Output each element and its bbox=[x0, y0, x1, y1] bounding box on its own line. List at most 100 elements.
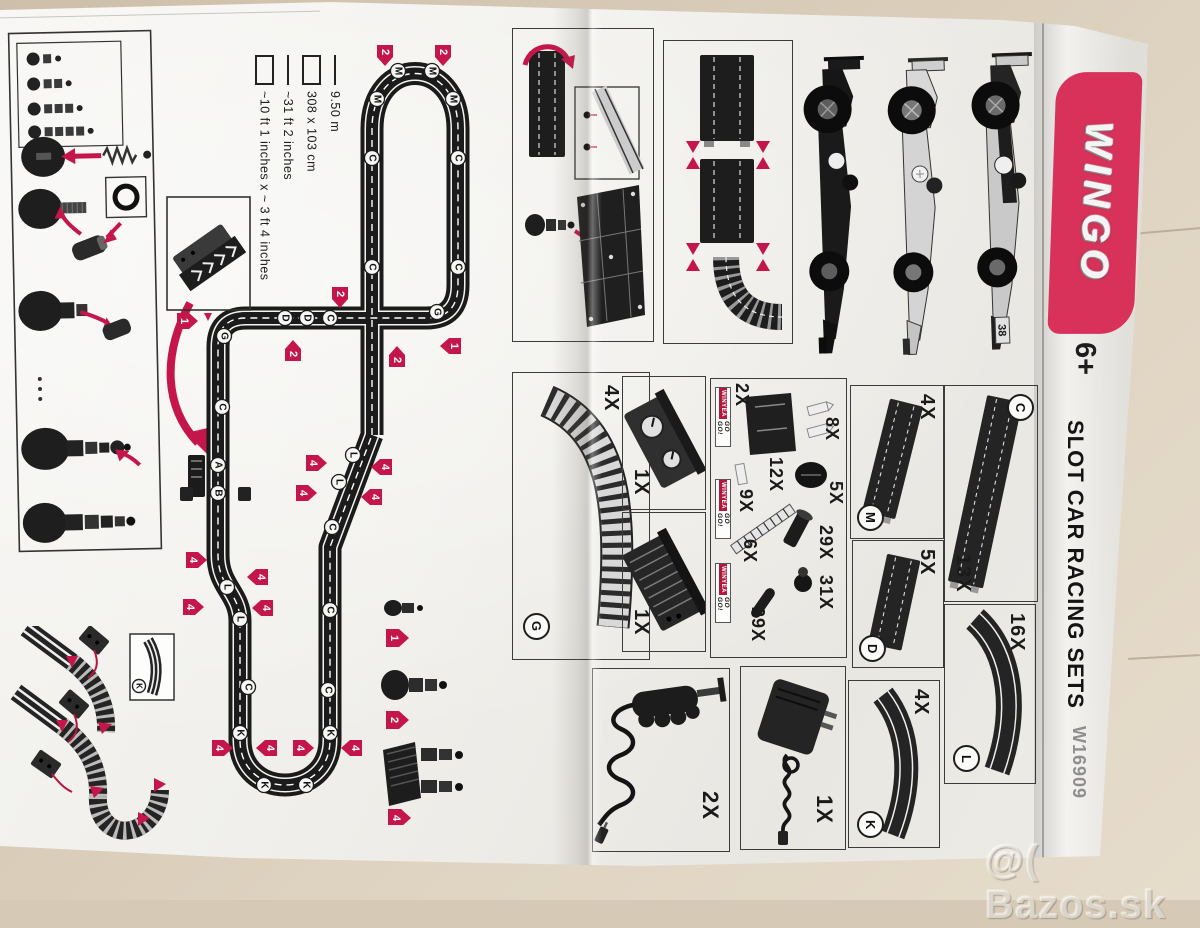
flag-clips bbox=[806, 400, 835, 439]
support-markers: 2 2 2 2 2 1 1 4 4 4 4 4 4 4 4 4 4 4 4 bbox=[177, 45, 461, 756]
svg-text:4: 4 bbox=[379, 464, 391, 471]
parts-box-straight-c: C 13X bbox=[944, 385, 1038, 602]
svg-text:D: D bbox=[280, 314, 291, 321]
support-2: 2 bbox=[381, 670, 447, 729]
power-base-inset bbox=[166, 196, 251, 321]
svg-text:4: 4 bbox=[294, 745, 306, 752]
parts-box-controller: 2X bbox=[592, 668, 730, 852]
quantity-label: 4X bbox=[916, 394, 938, 421]
svg-text:C: C bbox=[325, 314, 336, 321]
svg-text:L: L bbox=[222, 584, 233, 590]
step-oring-adapter bbox=[18, 175, 148, 261]
screw-detail-inset bbox=[574, 85, 645, 180]
svg-text:4: 4 bbox=[213, 745, 225, 752]
support-mounting-box bbox=[512, 28, 654, 342]
quantity-label: 29X bbox=[816, 525, 836, 561]
svg-text:M: M bbox=[427, 67, 438, 75]
svg-text:M: M bbox=[448, 95, 459, 103]
lap-counter-graphic bbox=[624, 388, 707, 488]
svg-text:4: 4 bbox=[307, 460, 319, 467]
rect-symbol bbox=[255, 55, 274, 85]
guard-rail-strip bbox=[729, 503, 797, 555]
curve-wiring-diagrams: K bbox=[10, 626, 175, 840]
curve-join-step-1 bbox=[20, 626, 116, 734]
svg-text:C: C bbox=[217, 403, 228, 410]
post-screw-step bbox=[525, 185, 645, 327]
track-plan: M M M M C C C C C D D G G C A B L L L L bbox=[166, 45, 470, 797]
rect-symbol bbox=[302, 55, 321, 85]
quantity-label: 4X bbox=[600, 385, 622, 412]
svg-text:M: M bbox=[393, 67, 404, 75]
ellipsis-dots bbox=[37, 376, 43, 401]
support-height-key: 1 2 4 bbox=[381, 600, 463, 825]
parts-box-short-straight-d: 5X D bbox=[852, 540, 944, 668]
page-title: SLOT CAR RACING SETS bbox=[1063, 420, 1088, 709]
piece-letter-badge: K bbox=[857, 811, 884, 838]
svg-text:K: K bbox=[301, 781, 312, 789]
legend-value: 9.50 m bbox=[328, 91, 342, 133]
accessory-parts-graphic bbox=[729, 393, 835, 618]
inset-piece-letter: K bbox=[135, 683, 144, 689]
svg-text:4: 4 bbox=[369, 494, 381, 501]
svg-text:4: 4 bbox=[184, 604, 196, 611]
banner-slogan: GO GO! bbox=[716, 597, 730, 611]
track-joining-box bbox=[663, 40, 793, 344]
legend-value: ~10 ft 1 inches x ~ 3 ft 4 inches bbox=[257, 91, 272, 281]
line-symbol bbox=[334, 55, 336, 85]
joint-arrows bbox=[686, 141, 770, 169]
svg-text:4: 4 bbox=[187, 557, 199, 564]
car-number: 38 bbox=[995, 324, 1007, 337]
flap-fold-line bbox=[1042, 18, 1044, 860]
svg-text:2: 2 bbox=[437, 49, 449, 55]
joint-arrows bbox=[686, 243, 770, 271]
parts-box-half-straight-m: 4X M bbox=[850, 385, 944, 539]
assembly-steps-panel bbox=[7, 29, 163, 553]
svg-text:4: 4 bbox=[264, 745, 276, 752]
svg-text:C: C bbox=[367, 154, 378, 161]
parts-box-curve-l: 16X L bbox=[944, 604, 1036, 784]
svg-text:D: D bbox=[302, 314, 313, 321]
svg-text:1: 1 bbox=[448, 343, 460, 349]
quantity-label: 13X bbox=[952, 554, 974, 593]
piece-letter-badge: M bbox=[857, 504, 884, 531]
svg-text:A: A bbox=[213, 461, 224, 468]
piece-letter-badge: L bbox=[953, 745, 980, 772]
svg-text:2: 2 bbox=[379, 49, 391, 55]
power-track-graphic bbox=[622, 527, 710, 631]
hand-controller-graphic bbox=[594, 677, 727, 844]
track-piece-letters: M M M M C C C C C D D G G C A B L L L L bbox=[209, 62, 467, 794]
svg-text:G: G bbox=[219, 332, 230, 340]
svg-text:C: C bbox=[243, 683, 254, 690]
straight-graphic bbox=[948, 395, 1023, 594]
quantity-label: 29X bbox=[748, 607, 768, 643]
quantity-label: 1X bbox=[630, 469, 652, 496]
quantity-label: 2X bbox=[732, 383, 752, 408]
knob-part bbox=[794, 567, 812, 592]
power-adapter-graphic bbox=[757, 679, 838, 845]
svg-text:K: K bbox=[235, 729, 246, 737]
race-cars: 38 bbox=[803, 52, 1032, 356]
curve-l-graphic bbox=[965, 609, 1022, 776]
quantity-label: 1X bbox=[630, 609, 652, 636]
single-clip bbox=[734, 462, 748, 486]
svg-text:2: 2 bbox=[391, 357, 403, 363]
quantity-label: 16X bbox=[1006, 613, 1028, 652]
line-symbol bbox=[287, 55, 289, 85]
svg-text:G: G bbox=[432, 308, 443, 316]
legend-value: 308 x 103 cm bbox=[304, 91, 319, 173]
quantity-label: 9X bbox=[736, 489, 756, 514]
svg-text:L: L bbox=[235, 616, 246, 622]
brand-logo: WINGO bbox=[1071, 121, 1120, 285]
legend-item: 308 x 103 cm bbox=[302, 55, 321, 355]
watermark: @( Bazos.sk bbox=[985, 838, 1167, 927]
race-car-striped: 38 bbox=[971, 52, 1032, 350]
quantity-label: 2X bbox=[698, 791, 723, 820]
parts-box-power-track: 1X bbox=[622, 512, 710, 652]
legend-item: ~10 ft 1 inches x ~ 3 ft 4 inches bbox=[255, 55, 274, 355]
age-rating: 6+ bbox=[1069, 342, 1101, 376]
step-post-build-2 bbox=[21, 427, 142, 470]
